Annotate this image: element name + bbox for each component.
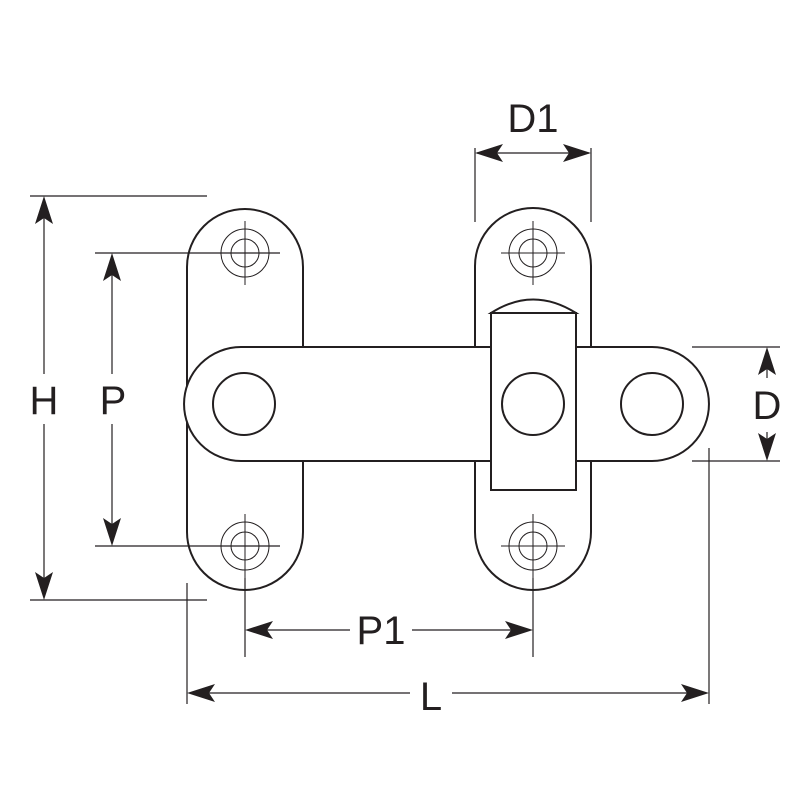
dimension-d: D (692, 346, 782, 462)
d1-label: D1 (507, 97, 558, 141)
dimension-d1: D1 (474, 97, 592, 222)
latch-bar (183, 346, 710, 462)
h-label: H (30, 379, 59, 423)
dimension-p1: P1 (244, 578, 534, 657)
d-label: D (753, 384, 782, 428)
p1-label: P1 (357, 609, 406, 653)
l-label: L (420, 675, 442, 719)
dimension-l: L (186, 448, 710, 719)
dimension-p: P (95, 252, 280, 547)
bar-right-hole (620, 372, 684, 436)
bar-left-hole (212, 372, 276, 436)
right-bottom-screw-hole (501, 514, 565, 578)
dimension-h: H (30, 195, 207, 601)
right-top-screw-hole (501, 221, 565, 285)
keeper-block (487, 298, 580, 491)
keeper-hole (501, 372, 565, 436)
p-label: P (100, 379, 127, 423)
